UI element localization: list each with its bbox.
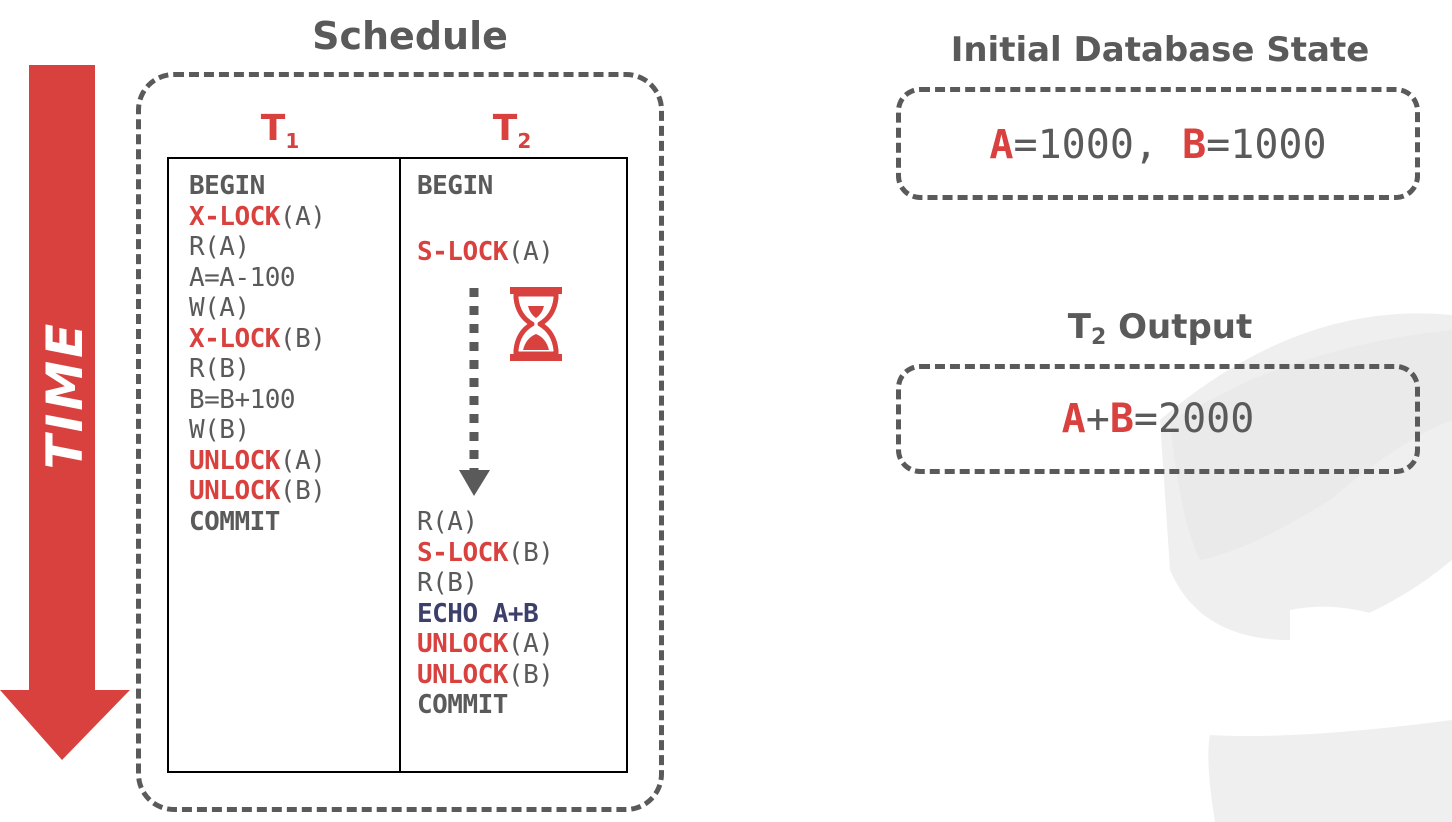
schedule-title: Schedule bbox=[312, 14, 508, 58]
operation-row: X-LOCK(A) bbox=[189, 201, 326, 232]
operation-argument: A=A-100 bbox=[189, 262, 296, 293]
initial-state-title: Initial Database State bbox=[950, 30, 1370, 70]
operation-row: UNLOCK(B) bbox=[189, 476, 326, 506]
operation-row: S-LOCK(A) bbox=[417, 237, 554, 267]
operation-row: R(B) bbox=[417, 570, 478, 596]
operation-keyword: X-LOCK bbox=[189, 323, 280, 354]
operation-row: W(A) bbox=[189, 295, 250, 321]
operation-argument: R(A) bbox=[189, 232, 250, 262]
operation-argument: (A) bbox=[507, 237, 554, 267]
operation-row: W(B) bbox=[189, 417, 250, 443]
operation-keyword: BEGIN bbox=[189, 171, 265, 201]
operation-keyword: UNLOCK bbox=[189, 476, 280, 506]
time-label: TIME bbox=[36, 320, 94, 470]
operation-row: COMMIT bbox=[189, 509, 280, 535]
operation-argument: W(A) bbox=[189, 293, 250, 323]
operation-argument: (B) bbox=[507, 537, 554, 568]
operation-argument: B=B+100 bbox=[189, 384, 296, 415]
operation-row: X-LOCK(B) bbox=[189, 323, 326, 354]
operation-row: R(A) bbox=[417, 509, 478, 535]
operation-argument: (A) bbox=[279, 445, 326, 476]
operation-argument: (B) bbox=[507, 659, 554, 690]
operation-keyword: UNLOCK bbox=[417, 629, 508, 659]
t2-output-box bbox=[896, 364, 1420, 474]
operation-argument: (A) bbox=[279, 201, 326, 232]
operation-row: UNLOCK(A) bbox=[417, 629, 554, 659]
time-arrow-icon bbox=[0, 65, 130, 760]
initial-state-box bbox=[896, 87, 1420, 200]
operation-row: B=B+100 bbox=[189, 384, 296, 415]
operation-argument: (A) bbox=[507, 629, 554, 659]
operation-argument: W(B) bbox=[189, 415, 250, 445]
operation-argument: R(A) bbox=[417, 507, 478, 537]
operation-keyword: COMMIT bbox=[417, 690, 508, 720]
t2-header: T2 bbox=[492, 108, 532, 153]
t2-output-title: T2 Output bbox=[1067, 307, 1253, 350]
schedule-box bbox=[136, 72, 664, 812]
operation-keyword: COMMIT bbox=[189, 506, 280, 537]
operation-keyword: BEGIN bbox=[417, 171, 493, 201]
column-divider bbox=[399, 159, 401, 771]
operation-keyword: ECHO A+B bbox=[417, 598, 539, 629]
operation-keyword: S-LOCK bbox=[417, 537, 508, 568]
operation-row: A=A-100 bbox=[189, 262, 296, 293]
operation-keyword: UNLOCK bbox=[189, 445, 280, 476]
operation-keyword: UNLOCK bbox=[417, 659, 508, 690]
operation-keyword: S-LOCK bbox=[417, 237, 508, 267]
operation-row: UNLOCK(A) bbox=[189, 445, 326, 476]
operation-row: COMMIT bbox=[417, 692, 508, 718]
operation-row: BEGIN bbox=[189, 173, 265, 199]
operation-row: S-LOCK(B) bbox=[417, 537, 554, 568]
hourglass-icon bbox=[510, 287, 562, 361]
operation-row: ECHO A+B bbox=[417, 598, 539, 629]
operation-argument: (B) bbox=[279, 323, 326, 354]
operation-argument: R(B) bbox=[189, 354, 250, 384]
dotted-down-arrow-icon bbox=[459, 288, 490, 496]
operation-row: BEGIN bbox=[417, 173, 493, 199]
t1-header: T1 bbox=[260, 108, 300, 153]
operation-row: R(A) bbox=[189, 234, 250, 260]
operation-row: UNLOCK(B) bbox=[417, 659, 554, 690]
operation-row: R(B) bbox=[189, 356, 250, 382]
operation-argument: (B) bbox=[279, 476, 326, 506]
operation-argument: R(B) bbox=[417, 568, 478, 598]
operation-keyword: X-LOCK bbox=[189, 201, 280, 232]
t2-output-value: A+B=2000 bbox=[1061, 396, 1255, 442]
initial-state-value: A=1000, B=1000 bbox=[989, 122, 1327, 168]
